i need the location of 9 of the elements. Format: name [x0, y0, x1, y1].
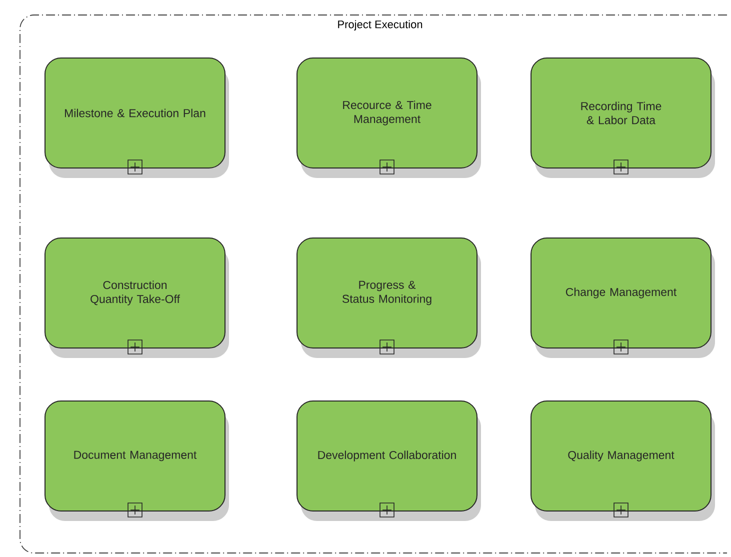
- process-box: Recource & Time Management: [296, 58, 478, 168]
- process-box: Construction Quantity Take-Off: [44, 238, 226, 348]
- process-box: Milestone & Execution Plan: [44, 58, 226, 168]
- process-box: Change Management: [530, 238, 712, 348]
- process-box: Document Management: [44, 400, 226, 512]
- process-box: Quality Management: [530, 400, 712, 512]
- process-box: Development Collaboration: [296, 400, 478, 512]
- process-box: Recording Time & Labor Data: [530, 58, 712, 168]
- process-box: Progress & Status Monitoring: [296, 238, 478, 348]
